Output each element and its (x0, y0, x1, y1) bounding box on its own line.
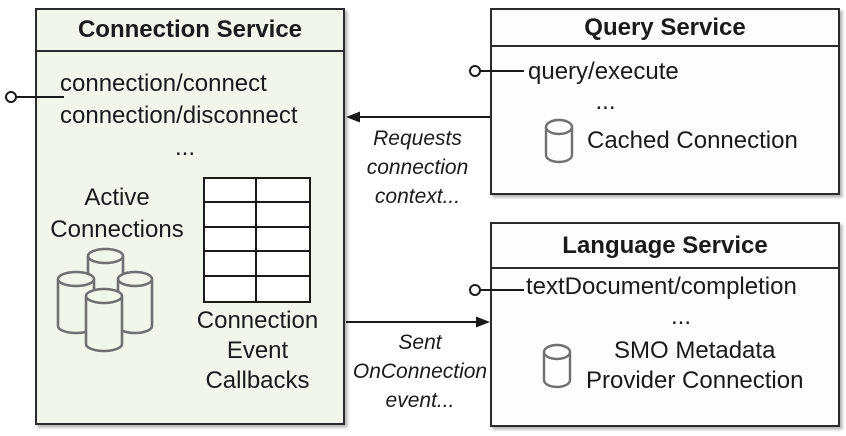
database-icon (544, 118, 574, 164)
ellipsis-more-methods: ... (670, 303, 691, 330)
active-connections-label: Active Connections (50, 184, 184, 243)
method-textdocument-completion: textDocument/completion (526, 273, 797, 300)
connection-service-title: Connection Service (37, 10, 343, 52)
sent-onconnection-event-arrow (346, 316, 490, 328)
provided-interface-lollipop-icon (5, 91, 64, 103)
requests-connection-context-label: Requests connection context... (366, 127, 469, 208)
smo-metadata-provider-label: SMO Metadata Provider Connection (586, 337, 804, 394)
provided-interface-lollipop-icon (469, 284, 524, 296)
connection-service-box: Connection Service connection/connect co… (35, 8, 345, 425)
method-connection-disconnect: connection/disconnect (60, 102, 298, 129)
cached-connection-item: Cached Connection (544, 118, 798, 164)
requests-connection-context-arrow (346, 111, 490, 123)
cached-connection-label: Cached Connection (587, 127, 798, 154)
ellipsis-more-methods: ... (174, 134, 195, 161)
smo-metadata-provider-item: SMO Metadata Provider Connection (542, 336, 803, 396)
connection-service-methods: connection/connect connection/disconnect… (60, 68, 310, 164)
database-icon (542, 343, 572, 389)
query-service-methods: query/execute ... (528, 57, 683, 117)
language-service-title: Language Service (492, 224, 838, 269)
query-service-title: Query Service (492, 10, 838, 47)
method-connection-connect: connection/connect (60, 70, 267, 97)
method-query-execute: query/execute (528, 58, 679, 85)
callback-table-icon (203, 177, 311, 303)
database-cluster-icon (56, 247, 154, 353)
ellipsis-more-methods: ... (595, 88, 616, 115)
language-service-methods: textDocument/completion ... (526, 272, 836, 332)
provided-interface-lollipop-icon (469, 65, 524, 77)
language-service-box: Language Service textDocument/completion… (490, 222, 840, 427)
sent-onconnection-event-label: Sent OnConnection event... (352, 331, 488, 412)
query-service-box: Query Service query/execute ... Cached C… (490, 8, 840, 195)
connection-event-callbacks-label: Connection Event Callbacks (196, 307, 319, 394)
